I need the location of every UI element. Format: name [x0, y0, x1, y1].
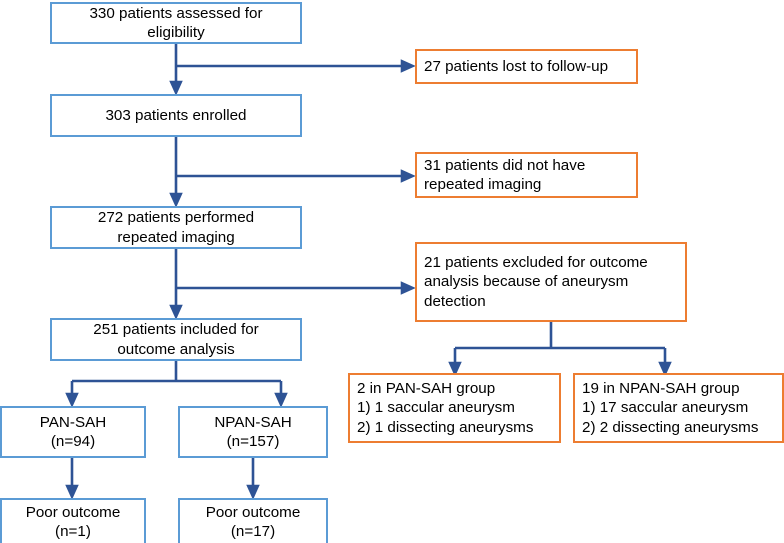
node-line: repeated imaging	[117, 228, 235, 246]
node-line: 303 patients enrolled	[105, 106, 247, 124]
node-npan-sah-poor-outcome: Poor outcome (n=17)	[178, 498, 328, 543]
node-included-outcome-analysis: 251 patients included for outcome analys…	[50, 318, 302, 361]
node-line: 272 patients performed	[97, 209, 255, 227]
node-line: NPAN-SAH	[214, 413, 292, 431]
node-line: (n=17)	[230, 523, 276, 540]
node-line: detection	[424, 292, 486, 310]
node-pan-sah-group: PAN-SAH (n=94)	[0, 406, 146, 458]
node-line: outcome analysis	[117, 340, 235, 358]
node-line: eligibility	[147, 24, 205, 41]
node-repeated-imaging: 272 patients performed repeated imaging	[50, 206, 302, 249]
node-line: 2) 2 dissecting aneurysms	[582, 418, 759, 436]
node-npan-sah-group: NPAN-SAH (n=157)	[178, 406, 328, 458]
node-line: PAN-SAH	[39, 413, 107, 431]
node-line: (n=1)	[55, 523, 91, 540]
node-npan-sah-aneurysms: 19 in NPAN-SAH group 1) 17 saccular aneu…	[573, 373, 784, 443]
node-line: 2) 1 dissecting aneurysms	[357, 418, 534, 436]
node-line: 19 in NPAN-SAH group	[582, 379, 740, 397]
node-excluded-for-outcome-analysis: 21 patients excluded for outcome analysi…	[415, 242, 687, 322]
node-line: 330 patients assessed for	[89, 4, 263, 22]
node-no-repeated-imaging: 31 patients did not have repeated imagin…	[415, 152, 638, 198]
node-patients-enrolled: 303 patients enrolled	[50, 94, 302, 137]
node-line: 1) 1 saccular aneurysm	[357, 399, 515, 417]
node-line: 1) 17 saccular aneurysm	[582, 399, 749, 417]
node-line: (n=94)	[50, 433, 96, 450]
node-pan-sah-poor-outcome: Poor outcome (n=1)	[0, 498, 146, 543]
node-assessed-for-eligibility: 330 patients assessed for eligibility	[50, 2, 302, 44]
node-pan-sah-aneurysms: 2 in PAN-SAH group 1) 1 saccular aneurys…	[348, 373, 561, 443]
node-line: repeated imaging	[424, 176, 542, 193]
node-line: 251 patients included for	[93, 321, 259, 339]
node-line: Poor outcome	[25, 503, 121, 521]
node-line: (n=157)	[226, 433, 280, 450]
node-line: 2 in PAN-SAH group	[357, 379, 496, 397]
node-lost-to-followup: 27 patients lost to follow-up	[415, 49, 638, 84]
node-line: analysis because of aneurysm	[424, 273, 629, 291]
node-line: 21 patients excluded for outcome	[424, 253, 648, 271]
node-line: Poor outcome	[205, 503, 301, 521]
node-line: 31 patients did not have	[424, 156, 586, 174]
node-line: 27 patients lost to follow-up	[424, 57, 609, 75]
